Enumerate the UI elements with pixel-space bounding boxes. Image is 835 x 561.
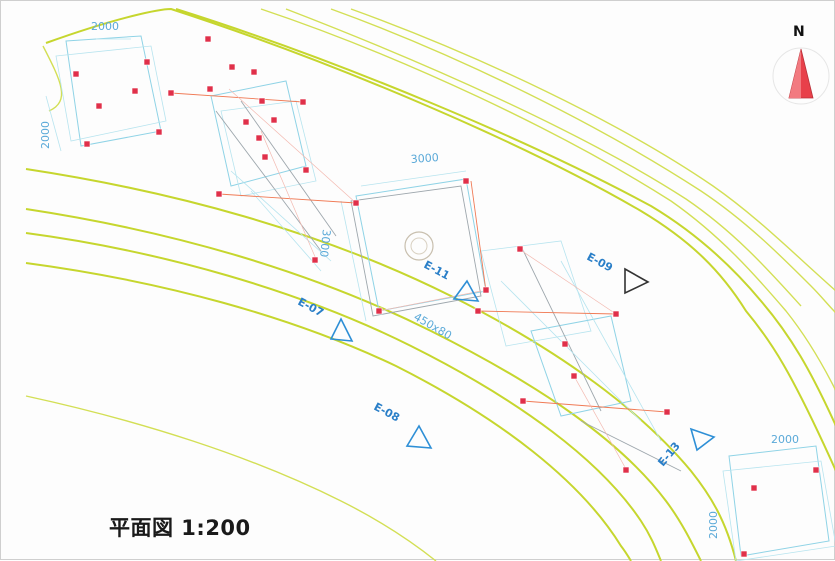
survey-marker-e09: E-09 <box>585 250 650 295</box>
frame-block-middle <box>210 80 337 272</box>
survey-label-e09: E-09 <box>585 250 615 274</box>
dimension-center-height: 3000 <box>317 229 333 258</box>
survey-label-e11: E-11 <box>422 258 452 282</box>
north-label: N <box>793 24 805 40</box>
triangle-marker-icon <box>405 424 433 449</box>
triangle-marker-icon <box>452 279 480 302</box>
frame-block-right-middle <box>480 240 682 472</box>
anchor-lines <box>170 88 668 470</box>
triangle-marker-icon <box>689 427 716 452</box>
anchor-points <box>72 35 820 558</box>
contour-lines-lower <box>25 168 737 561</box>
drawing-title: 平面図 1:200 <box>109 516 251 540</box>
survey-label-e07: E-07 <box>296 295 326 319</box>
contour-lines-upper <box>42 7 835 472</box>
survey-label-e08: E-08 <box>372 400 402 424</box>
dimension-top-left-height: 2000 <box>39 121 52 149</box>
north-arrow-icon <box>772 47 830 105</box>
dimension-center-width: 3000 <box>410 151 439 166</box>
triangle-marker-icon <box>329 317 354 342</box>
pier-circle <box>404 231 434 261</box>
frame-block-center: 3000 3000 450x80 <box>317 151 487 342</box>
dimension-top-left-width: 2000 <box>91 20 119 33</box>
frame-block-bottom-right: 2000 2000 <box>707 433 835 561</box>
survey-marker-e07: E-07 <box>296 295 354 342</box>
dimension-bottom-right-width: 2000 <box>771 433 799 446</box>
triangle-marker-icon <box>624 267 650 295</box>
dimension-bottom-right-height: 2000 <box>707 511 720 539</box>
survey-label-e13: E-13 <box>655 440 683 469</box>
beam-label: 450x80 <box>412 310 454 342</box>
survey-marker-e08: E-08 <box>372 400 433 449</box>
frame-block-top-left: 2000 2000 <box>39 20 167 152</box>
